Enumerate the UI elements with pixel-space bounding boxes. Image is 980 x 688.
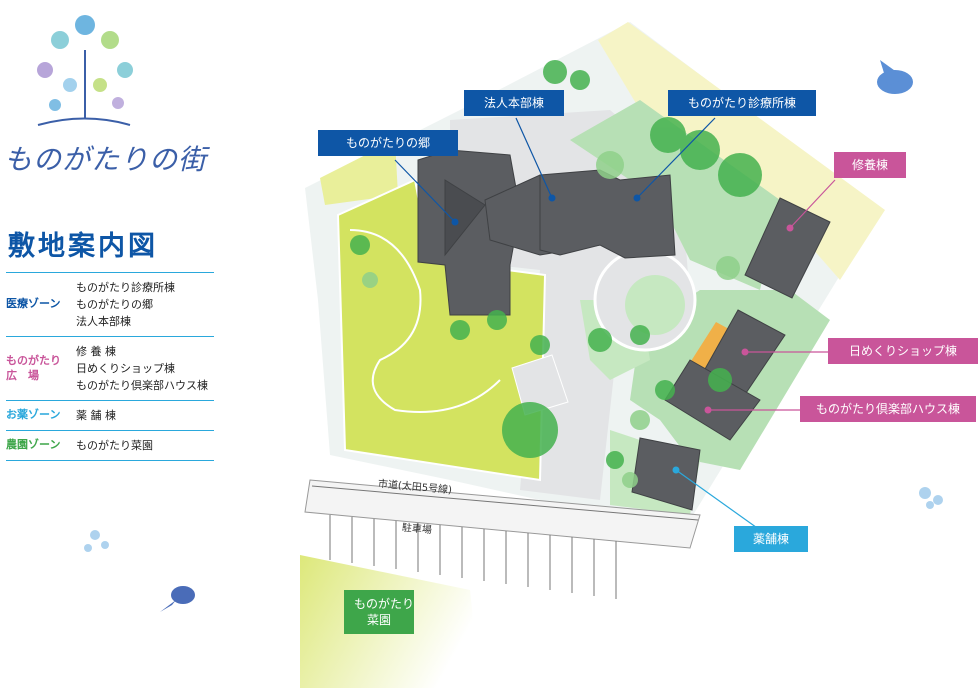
building-clinic bbox=[539, 169, 676, 259]
leader-lines bbox=[394, 117, 836, 531]
logo-tree-icon bbox=[37, 15, 133, 126]
label-club[interactable]: ものがたり倶楽部ハウス棟 bbox=[800, 396, 976, 423]
building-sato bbox=[417, 149, 521, 316]
city-road bbox=[304, 479, 701, 549]
legend-zone-plaza: ものがたり 広 場 修 養 棟 日めくりショップ棟 ものがたり倶楽部ハウス棟 bbox=[6, 336, 214, 400]
page-title: 敷地案内図 bbox=[8, 231, 158, 262]
legend-zone-farm: 農園ゾーン ものがたり菜園 bbox=[6, 430, 214, 462]
label-clinic[interactable]: ものがたり診療所棟 bbox=[668, 90, 816, 117]
label-sato[interactable]: ものがたりの郷 bbox=[318, 130, 458, 157]
zone-items: 薬 舗 棟 bbox=[76, 407, 116, 424]
zone-item: ものがたり菜園 bbox=[76, 439, 153, 453]
label-shuyo[interactable]: 修養棟 bbox=[834, 152, 906, 179]
zone-item: 法人本部棟 bbox=[76, 315, 131, 329]
roundabout-center bbox=[625, 275, 685, 335]
north-garden bbox=[570, 100, 780, 290]
parking-label: 駐車場 bbox=[401, 522, 433, 537]
zone-item: ものがたり診療所棟 bbox=[76, 281, 175, 294]
zone-name: 農園ゾーン bbox=[6, 438, 61, 452]
zone-items: ものがたり診療所棟 ものがたりの郷 法人本部棟 bbox=[76, 279, 175, 330]
label-saien[interactable]: ものがたり 菜園 bbox=[344, 590, 415, 635]
bird-icon bbox=[877, 60, 913, 94]
zone-item: 日めくりショップ棟 bbox=[76, 362, 175, 376]
parking-stalls bbox=[329, 515, 617, 599]
bird-icon-small bbox=[160, 586, 195, 612]
label-saien-line1: ものがたり bbox=[354, 597, 415, 611]
lawn-path bbox=[349, 229, 501, 413]
label-saien-line2: 菜園 bbox=[366, 613, 391, 628]
zone-items: 修 養 棟 日めくりショップ棟 ものがたり倶楽部ハウス棟 bbox=[76, 343, 208, 394]
zone-item: ものがたり倶楽部ハウス棟 bbox=[76, 379, 208, 393]
label-yakuho[interactable]: 薬舗棟 bbox=[734, 526, 808, 553]
zone-name: 医療ゾーン bbox=[6, 297, 61, 311]
leader-dots bbox=[451, 194, 794, 474]
flower-icon bbox=[84, 487, 943, 552]
trees bbox=[350, 60, 762, 488]
zone-item: 修 養 棟 bbox=[76, 345, 116, 359]
parking-pad bbox=[511, 354, 569, 416]
zone-name: ものがたり 広 場 bbox=[6, 353, 61, 382]
logo-wordmark: ものがたりの街 bbox=[4, 143, 208, 176]
road-edge bbox=[311, 485, 699, 521]
zone-item: 薬 舗 棟 bbox=[76, 409, 116, 423]
label-shop[interactable]: 日めくりショップ棟 bbox=[828, 338, 978, 365]
label-honbu[interactable]: 法人本部棟 bbox=[464, 90, 564, 117]
zone-items: ものがたり菜園 bbox=[76, 437, 153, 454]
legend-zone-medical: 医療ゾーン ものがたり診療所棟 ものがたりの郷 法人本部棟 bbox=[6, 272, 214, 336]
zone-name: お薬ゾーン bbox=[6, 408, 61, 422]
zone-item: ものがたりの郷 bbox=[76, 298, 153, 312]
legend-zone-medicine: お薬ゾーン 薬 舗 棟 bbox=[6, 400, 214, 430]
building-shuyo bbox=[744, 197, 831, 299]
zone-legend: 医療ゾーン ものがたり診療所棟 ものがたりの郷 法人本部棟 ものがたり 広 場 … bbox=[6, 272, 214, 462]
